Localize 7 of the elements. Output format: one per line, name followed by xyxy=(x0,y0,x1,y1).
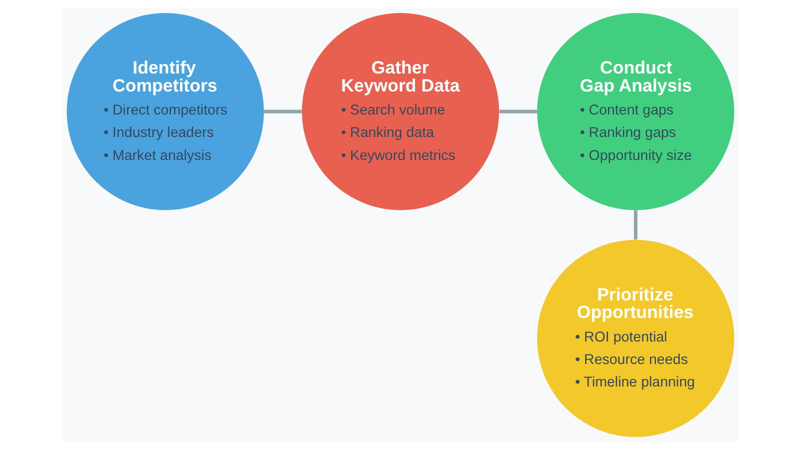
connector xyxy=(264,110,302,114)
connector xyxy=(498,110,537,114)
node-circle: Identify Competitors • Direct competitors • Industry leaders • Market analysis xyxy=(66,13,264,210)
node-circle: Prioritize Opportunities • ROI potential • Resource needs • Timeline planning xyxy=(536,240,734,437)
node-circle: Conduct Gap Analysis • Content gaps • Ranking gaps • Opportunity size xyxy=(536,13,734,210)
node-circle: Gather Keyword Data • Search volume • Ranking data • Keyword metrics xyxy=(301,13,499,210)
connector xyxy=(633,210,637,240)
